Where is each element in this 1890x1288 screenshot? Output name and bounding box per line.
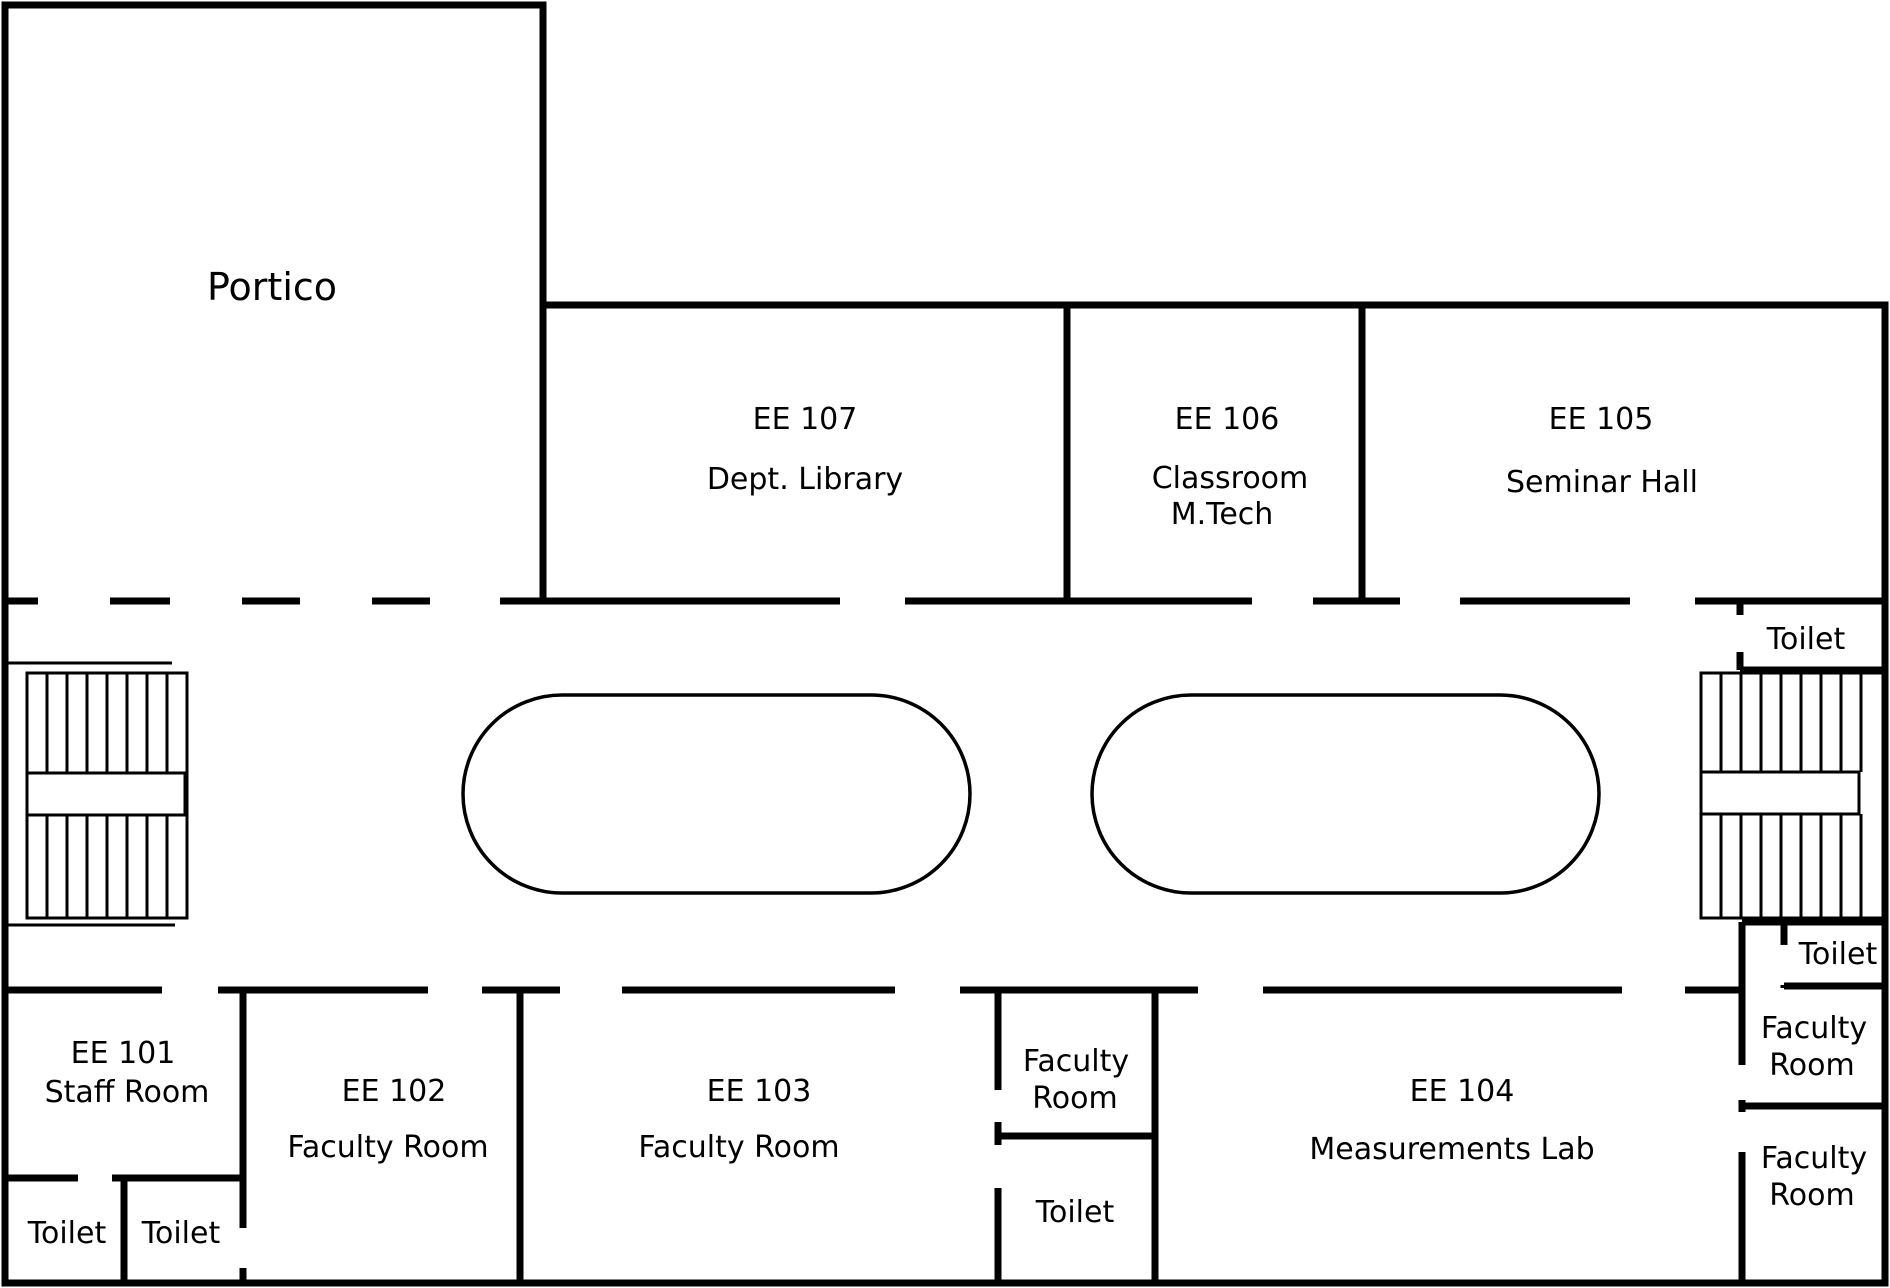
- toilet-top-right-label: Toilet: [1766, 622, 1846, 657]
- corridor-oval-right: [1090, 693, 1601, 895]
- toilet-bottom-left-1-label: Toilet: [27, 1216, 107, 1251]
- left-staircase: [5, 661, 189, 927]
- room-name-ee102: Faculty Room: [287, 1130, 488, 1165]
- room-label-portico: Portico: [207, 265, 337, 309]
- faculty-room-right-1-line2: Room: [1769, 1048, 1854, 1083]
- faculty-room-right-2-line2: Room: [1769, 1178, 1854, 1213]
- room-name-ee106-line2: M.Tech: [1171, 497, 1274, 532]
- room-number-ee104: EE 104: [1410, 1074, 1515, 1109]
- toilet-bottom-left-2-label: Toilet: [141, 1216, 221, 1251]
- room-number-ee101: EE 101: [71, 1036, 176, 1071]
- upper-room-walls: [5, 5, 1885, 674]
- faculty-room-right-2-line1: Faculty: [1761, 1141, 1867, 1176]
- room-name-ee104: Measurements Lab: [1309, 1132, 1594, 1167]
- room-name-ee106-line1: Classroom: [1152, 461, 1309, 496]
- room-number-ee107: EE 107: [753, 402, 858, 437]
- room-number-ee102: EE 102: [342, 1074, 447, 1109]
- faculty-room-right-1-line1: Faculty: [1761, 1011, 1867, 1046]
- room-name-ee107: Dept. Library: [707, 462, 903, 497]
- room-number-ee105: EE 105: [1549, 402, 1654, 437]
- toilet-middle-label: Toilet: [1035, 1195, 1115, 1230]
- lower-room-walls: [5, 918, 1885, 1283]
- right-staircase: [1699, 671, 1885, 920]
- room-name-ee103: Faculty Room: [638, 1130, 839, 1165]
- room-name-ee101: Staff Room: [45, 1075, 210, 1110]
- room-number-ee103: EE 103: [707, 1074, 812, 1109]
- room-number-ee106: EE 106: [1175, 402, 1280, 437]
- faculty-room-middle-line1: Faculty: [1023, 1044, 1129, 1079]
- corridor-oval-left: [461, 693, 972, 895]
- faculty-room-middle-line2: Room: [1032, 1081, 1117, 1116]
- toilet-right-label: Toilet: [1798, 937, 1878, 972]
- room-name-ee105: Seminar Hall: [1506, 465, 1698, 500]
